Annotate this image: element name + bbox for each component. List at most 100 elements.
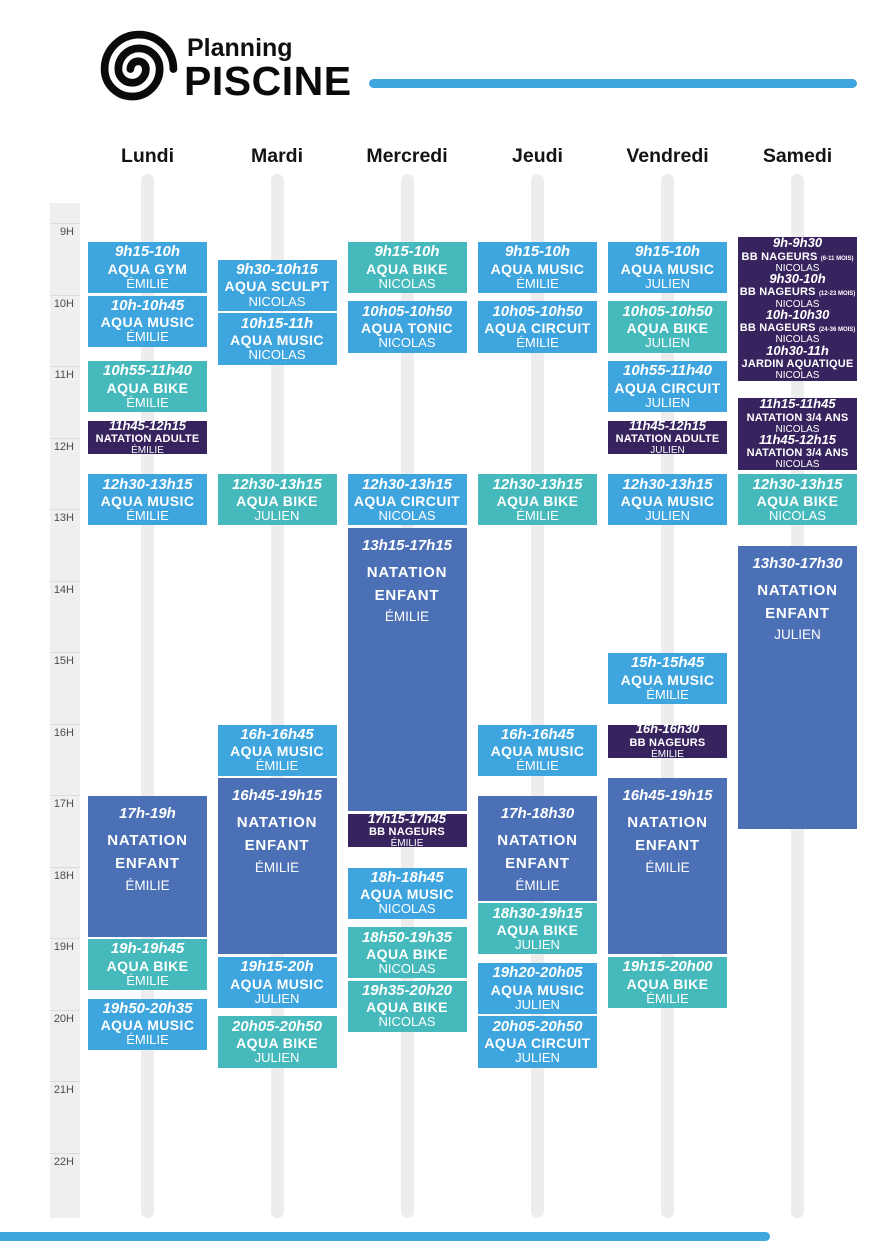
event-instructor: NICOLAS [775, 370, 820, 382]
event-activity-label: AQUA MUSIC [620, 492, 715, 509]
event-instructor: NICOLAS [378, 960, 436, 976]
event-activity: AQUA BIKE [218, 493, 337, 509]
hour-label: 20H [53, 1012, 74, 1025]
event-activity: AQUA BIKE [88, 958, 207, 974]
event-activity: BB NAGEURS [348, 826, 467, 838]
event-activity: AQUA GYM [88, 261, 207, 277]
page-title: PISCINE [184, 58, 352, 104]
event-instructor: JULIEN [645, 275, 690, 291]
event-time: 19h15-20h00 [622, 958, 713, 976]
event-time: 17h-19h [119, 805, 176, 822]
event-activity-label: AQUA MUSIC [100, 492, 195, 509]
hour-gridline [50, 795, 80, 796]
event-instructor: ÉMILIE [126, 972, 169, 988]
event-activity-label: NATATION ADULTE [95, 432, 200, 445]
event-time: 20h05-20h50 [231, 1017, 323, 1035]
day-timeline-bar [531, 174, 544, 1218]
event-activity: AQUA BIKE [608, 320, 727, 336]
event-time: 11h15-11h45 [759, 396, 836, 412]
event-activity: AQUA SCULPT [218, 278, 337, 294]
hour-gridline [50, 1152, 80, 1154]
event-activity-label: AQUA CIRCUIT [484, 1035, 591, 1052]
event-instructor: ÉMILIE [126, 394, 169, 410]
event-activity: BB NAGEURS (24-36 MOIS) [738, 322, 857, 334]
event-activity: AQUA MUSIC [88, 1017, 207, 1033]
event-time: 10h-10h45 [110, 296, 185, 314]
event-activity: NATATION ENFANT [218, 811, 337, 858]
event-age-range: (6-11 MOIS) [820, 255, 854, 262]
event-activity-label: AQUA CIRCUIT [353, 492, 461, 509]
hour-label: 15H [53, 655, 74, 667]
event-activity: BB NAGEURS [608, 737, 727, 749]
event-activity: AQUA CIRCUIT [608, 380, 727, 396]
event-activity-label: AQUA TONIC [361, 320, 453, 337]
hour-label: 21H [53, 1084, 74, 1096]
event-instructor: JULIEN [254, 508, 300, 524]
event-time: 10h55-11h40 [103, 362, 192, 380]
event-activity: AQUA BIKE [608, 976, 727, 992]
day-header-vendredi: Vendredi [626, 145, 709, 167]
event-time: 12h30-13h15 [102, 475, 193, 493]
event-instructor: NICOLAS [378, 275, 436, 291]
event-activity-label: AQUA MUSIC [620, 260, 715, 277]
event-instructor: ÉMILIE [651, 748, 684, 760]
event-time: 10h30-11h [766, 342, 829, 358]
event-activity: NATATION 3/4 ANS [738, 412, 857, 424]
event-instructor: NICOLAS [248, 347, 306, 363]
event-instructor: ÉMILIE [126, 329, 169, 345]
hour-gridline [50, 294, 80, 296]
event-time: 19h50-20h35 [102, 1000, 193, 1017]
event-activity: BB NAGEURS (6-11 MOIS) [738, 251, 857, 263]
event-time: 13h30-17h30 [752, 554, 843, 572]
event-activity-label: AQUA BIKE [496, 921, 579, 938]
event-time: 17h-18h30 [500, 805, 575, 822]
hour-gridline [50, 366, 80, 367]
event-instructor: NICOLAS [378, 508, 436, 524]
event-time: 16h45-19h15 [231, 787, 323, 805]
event-activity-label: AQUA BIKE [106, 957, 189, 974]
event-activity-label: AQUA MUSIC [100, 1017, 195, 1034]
event-time: 12h30-13h15 [752, 475, 843, 493]
day-header-lundi: Lundi [120, 145, 175, 167]
event-instructor: NICOLAS [775, 459, 820, 471]
hour-gridline [50, 437, 80, 439]
event-activity: AQUA MUSIC [608, 672, 727, 688]
bottom-accent-bar [0, 1232, 770, 1241]
event-activity: JARDIN AQUATIQUE [738, 358, 857, 370]
event-activity: AQUA BIKE [218, 1035, 337, 1051]
event-instructor: JULIEN [515, 996, 560, 1012]
event-activity-label: AQUA MUSIC [100, 314, 195, 331]
event-activity-label: AQUA BIKE [106, 379, 189, 396]
event-instructor: ÉMILIE [516, 758, 559, 774]
event-activity-label: AQUA MUSIC [490, 260, 585, 277]
event-activity: AQUA MUSIC [218, 743, 337, 759]
event-activity-label: BB NAGEURS [629, 736, 706, 749]
event-time: 12h30-13h15 [492, 475, 583, 493]
event-activity: AQUA TONIC [348, 320, 467, 336]
hour-gridline [50, 866, 80, 868]
event-time: 12h30-13h15 [361, 475, 453, 493]
hour-label: 17H [53, 798, 74, 810]
event-time: 10h-10h30 [765, 306, 830, 322]
event-activity: AQUA BIKE [478, 493, 597, 509]
event-time: 20h05-20h50 [492, 1017, 583, 1035]
event-activity: NATATION ENFANT [478, 829, 597, 876]
event-instructor: ÉMILIE [126, 1032, 169, 1048]
